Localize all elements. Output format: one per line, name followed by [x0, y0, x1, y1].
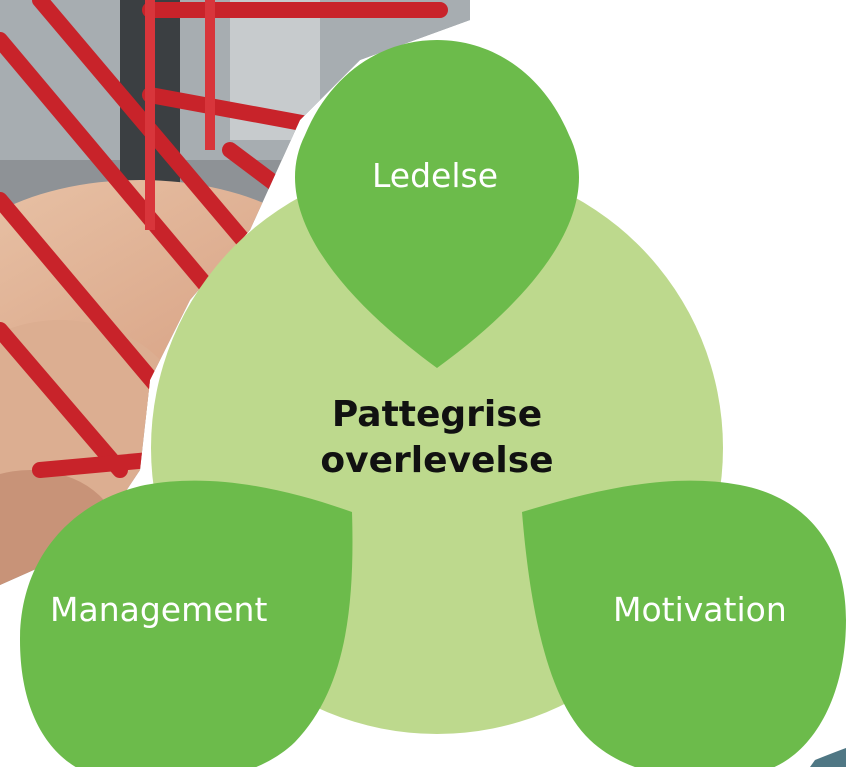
petal-left: [20, 480, 353, 767]
petal-label-left: Management: [50, 590, 268, 629]
petal-top: [295, 40, 579, 368]
corner-accent: [810, 748, 846, 767]
petal-label-right: Motivation: [613, 590, 787, 629]
petal-right: [522, 480, 846, 767]
petal-label-top: Ledelse: [372, 156, 499, 195]
center-title: Pattegrise overlevelse: [287, 392, 587, 484]
center-title-line2: overlevelse: [320, 440, 554, 481]
center-title-line1: Pattegrise: [331, 394, 543, 435]
